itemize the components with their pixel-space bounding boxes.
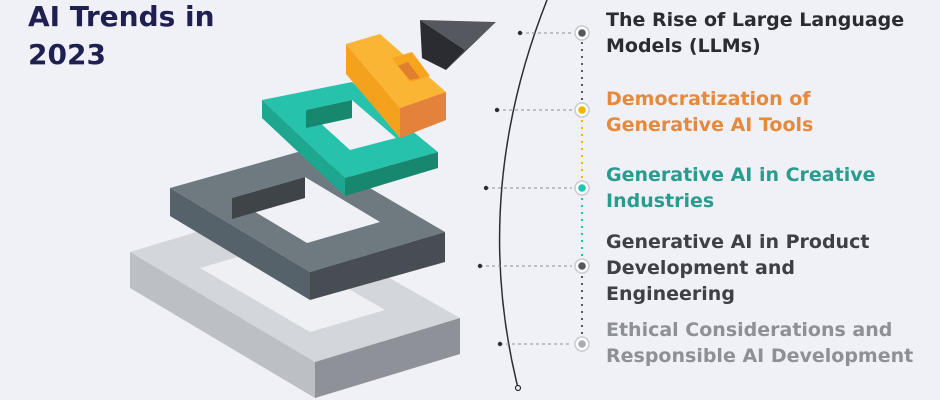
trend-3-line-1: Generative AI in Creative [606, 164, 876, 186]
cube-orange [346, 34, 446, 138]
title-line-2: 2023 [28, 38, 106, 71]
title-line-1: AI Trends in [28, 0, 215, 33]
trend-1: The Rise of Large Language Models (LLMs) [606, 7, 904, 59]
trend-4-line-2: Development and [606, 257, 795, 279]
trend-3-line-2: Industries [606, 190, 715, 212]
trend-5: Ethical Considerations and Responsible A… [606, 317, 913, 369]
marker-3 [574, 180, 590, 196]
trend-5-line-1: Ethical Considerations and [606, 319, 893, 341]
arc-dot-2 [494, 107, 500, 113]
trend-3: Generative AI in Creative Industries [606, 162, 876, 214]
frame-dark-gray [170, 150, 445, 300]
arc-dot-1 [517, 30, 523, 36]
trend-4: Generative AI in Product Development and… [606, 229, 869, 307]
trend-2-line-1: Democratization of [606, 88, 811, 110]
trend-1-line-2: Models (LLMs) [606, 35, 761, 57]
marker-2 [574, 102, 590, 118]
trend-4-line-1: Generative AI in Product [606, 231, 870, 253]
frame-teal [262, 82, 438, 196]
arc-dot-4 [477, 263, 483, 269]
marker-1 [574, 25, 590, 41]
trend-1-line-1: The Rise of Large Language [606, 9, 905, 31]
arc-dot-3 [483, 185, 489, 191]
trend-2: Democratization of Generative AI Tools [606, 86, 813, 138]
timeline-arc [498, 0, 548, 389]
marker-4 [574, 258, 590, 274]
page-title: AI Trends in 2023 [28, 0, 328, 74]
arc-dot-5 [497, 341, 503, 347]
trend-5-line-2: Responsible AI Development [606, 345, 914, 367]
trend-4-line-3: Engineering [606, 283, 735, 305]
trend-2-line-2: Generative AI Tools [606, 114, 814, 136]
arc-end-dot [514, 384, 522, 392]
marker-5 [574, 336, 590, 352]
pyramid-dark [420, 20, 496, 70]
